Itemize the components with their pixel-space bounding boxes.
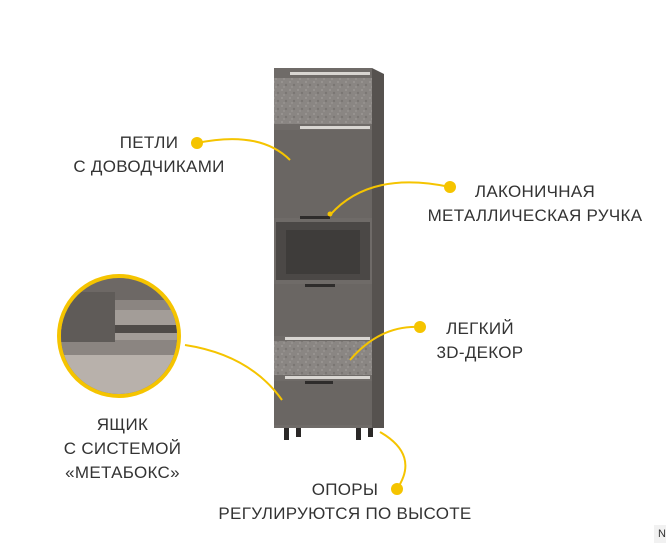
open-niche-inner [286, 230, 360, 274]
handle-label-line-1: ЛАКОНИЧНАЯ [474, 182, 596, 201]
hinges-leader-line [196, 138, 291, 161]
drawer-leader-line [184, 344, 283, 401]
callout-dots [191, 137, 456, 495]
tall-cabinet [274, 68, 384, 440]
drawer-label: ЯЩИК С СИСТЕМОЙ «МЕТАБОКС» [50, 413, 195, 485]
middle-door-handle [305, 284, 335, 287]
top-strip [290, 72, 370, 75]
handle-label-line-2: МЕТАЛЛИЧЕСКАЯ РУЧКА [427, 206, 643, 225]
leg [296, 428, 301, 437]
hinges-label-line-2: С ДОВОДЧИКАМИ [73, 157, 225, 176]
callout-lines [184, 138, 451, 490]
legs-label: ОПОРЫ РЕГУЛИРУЮТСЯ ПО ВЫСОТЕ [190, 478, 500, 526]
drawer-handle [305, 381, 333, 384]
legs-label-line-1: ОПОРЫ [311, 480, 379, 499]
hinges-label: ПЕТЛИ С ДОВОДЧИКАМИ [60, 131, 238, 179]
legs-label-line-2: РЕГУЛИРУЮТСЯ ПО ВЫСОТЕ [218, 504, 472, 523]
decor-dot [414, 321, 426, 333]
handle-dot [444, 181, 456, 193]
leg [356, 428, 361, 440]
drawer-label-line-3: «МЕТАБОКС» [65, 463, 180, 482]
cabinet-side-panel [372, 68, 384, 428]
drawer-closeup [57, 274, 181, 398]
hinges-label-line-1: ПЕТЛИ [119, 133, 179, 152]
upper-door [274, 130, 372, 218]
lower-strip [285, 337, 370, 340]
handle-label: ЛАКОНИЧНАЯ МЕТАЛЛИЧЕСКАЯ РУЧКА [410, 180, 660, 228]
decor-label-line-2: 3D-ДЕКОР [436, 343, 524, 362]
top-decor-panel [274, 78, 372, 124]
leg [368, 428, 373, 437]
top-strip-2 [300, 126, 370, 129]
upper-door-handle [300, 216, 330, 219]
drawer-label-line-1: ЯЩИК [96, 415, 149, 434]
handle-leader-line [329, 181, 451, 216]
corner-tag: N [654, 525, 666, 543]
decor-label: ЛЕГКИЙ 3D-ДЕКОР [425, 317, 535, 365]
middle-door [274, 284, 372, 336]
decor-label-line-1: ЛЕГКИЙ [446, 319, 514, 338]
lower-strip-2 [285, 376, 370, 379]
drawer-front [274, 381, 372, 425]
leg [284, 428, 289, 440]
legs-leader-line [379, 431, 407, 490]
lower-decor-panel [274, 341, 372, 375]
drawer-label-line-2: С СИСТЕМОЙ [63, 439, 182, 458]
hinges-dot [191, 137, 203, 149]
decor-leader-line [349, 325, 421, 361]
handle-end-dot [327, 211, 333, 217]
legs-dot [391, 483, 403, 495]
